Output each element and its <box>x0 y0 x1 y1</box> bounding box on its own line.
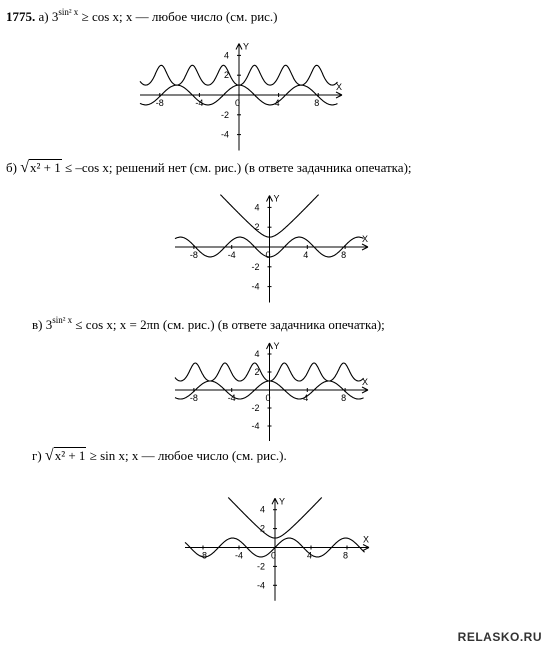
x-tick-label: 8 <box>341 250 346 260</box>
x-axis-label: X <box>336 82 342 92</box>
x-tick-label: 0 <box>235 98 240 108</box>
y-tick-label: -4 <box>257 580 265 590</box>
x-tick-label: -4 <box>228 393 236 403</box>
graph-b: X Y -8 -4 0 4 8 4 2 -2 -4 <box>174 192 385 303</box>
y-tick-label: 2 <box>260 524 265 534</box>
part-b-line: б) √x² + 1 ≤ –cos x; решений нет (см. ри… <box>6 159 412 176</box>
y-tick-label: -2 <box>251 262 259 272</box>
y-tick-label: -2 <box>257 561 265 571</box>
y-axis-label: Y <box>279 496 285 506</box>
sqrt-symbol: √ <box>20 159 29 176</box>
x-axis-arrow <box>361 243 369 251</box>
x-tick-label: 0 <box>266 250 271 260</box>
x-tick-label: -8 <box>190 393 198 403</box>
part-d-rest: ≥ sin x; x — любое число (см. рис.). <box>89 448 287 463</box>
curve-2 <box>184 537 365 558</box>
y-tick-label: -4 <box>221 130 229 140</box>
problem-number: 1775. <box>6 9 36 24</box>
x-tick-label: 4 <box>303 393 308 403</box>
x-tick-label: 0 <box>271 551 276 561</box>
y-axis-arrow <box>266 195 273 202</box>
graph-b-svg: X Y -8 -4 0 4 8 4 2 -2 -4 <box>174 194 369 303</box>
part-a-exponent: sin² x <box>58 6 79 17</box>
y-tick-label: 4 <box>254 202 259 212</box>
curve-1 <box>227 497 323 539</box>
y-axis-arrow <box>235 43 243 50</box>
y-tick-label: -4 <box>251 282 259 292</box>
x-axis-label: X <box>362 234 368 244</box>
site-watermark: RELASKO.RU <box>457 630 542 644</box>
curve-2 <box>139 84 338 106</box>
y-axis-label: Y <box>274 194 280 204</box>
part-b-rest: ≤ –cos x; решений нет (см. рис.) (в отве… <box>64 160 412 175</box>
part-d-sqrt: √x² + 1 <box>44 447 87 464</box>
part-c-base: 3 <box>45 317 53 332</box>
part-c-rest: ≤ cos x; x = 2πn (см. рис.) (в ответе за… <box>75 317 385 332</box>
part-c-label: в) <box>32 317 43 332</box>
part-a-line: 1775. а) 3sin² x ≥ cos x; x — любое числ… <box>6 6 278 25</box>
graph-d: X Y -8 -4 0 4 8 4 2 -2 -4 <box>184 495 385 601</box>
part-a-rest: ≥ cos x; x — любое число (см. рис.) <box>81 9 278 24</box>
y-tick-label: -4 <box>251 421 259 431</box>
curve-2 <box>174 380 364 400</box>
y-axis-label: Y <box>243 42 249 52</box>
y-tick-label: 2 <box>224 70 229 80</box>
x-tick-label: -8 <box>199 551 207 561</box>
x-tick-label: -4 <box>228 250 236 260</box>
part-b-sqrt: √x² + 1 <box>20 159 62 176</box>
part-a-label: а) <box>38 9 49 24</box>
y-tick-label: -2 <box>221 110 229 120</box>
x-tick-label: -8 <box>156 98 164 108</box>
part-c-exponent: sin² x <box>52 314 73 325</box>
y-axis-arrow <box>266 342 273 350</box>
x-tick-label: 4 <box>307 551 312 561</box>
y-tick-label: 4 <box>260 505 265 515</box>
x-tick-label: 0 <box>266 393 271 403</box>
x-tick-label: -8 <box>190 250 198 260</box>
x-tick-label: 4 <box>303 250 308 260</box>
part-a-base: 3 <box>51 9 59 24</box>
curve-2 <box>174 236 364 258</box>
y-tick-label: 4 <box>254 349 259 359</box>
part-d-line: г) √x² + 1 ≥ sin x; x — любое число (см.… <box>32 447 287 464</box>
part-c-line: в) 3sin² x ≤ cos x; x = 2πn (см. рис.) (… <box>32 314 385 333</box>
x-tick-label: 8 <box>343 551 348 561</box>
y-tick-label: 2 <box>254 367 259 377</box>
x-axis-arrow <box>335 91 343 99</box>
part-d-label: г) <box>32 448 42 463</box>
x-axis-label: X <box>362 377 368 387</box>
x-axis-label: X <box>363 535 369 545</box>
x-tick-label: -4 <box>195 98 203 108</box>
x-axis-arrow <box>362 544 370 551</box>
y-axis-label: Y <box>274 341 280 351</box>
y-axis-arrow <box>271 498 279 505</box>
graph-d-svg: X Y -8 -4 0 4 8 4 2 -2 -4 <box>184 496 370 601</box>
part-b-radicand: x² + 1 <box>28 159 62 175</box>
sqrt-symbol: √ <box>44 447 54 464</box>
graph-c: X Y -8 -4 0 4 8 4 2 -2 -4 <box>174 340 385 441</box>
x-tick-label: 8 <box>341 393 346 403</box>
part-d-radicand: x² + 1 <box>53 447 87 463</box>
y-tick-label: 2 <box>254 222 259 232</box>
x-axis-arrow <box>361 386 369 394</box>
curve-1 <box>219 194 320 238</box>
graph-c-svg: X Y -8 -4 0 4 8 4 2 -2 -4 <box>174 341 369 441</box>
x-tick-label: 8 <box>314 98 319 108</box>
y-tick-label: -2 <box>251 403 259 413</box>
part-b-label: б) <box>6 160 17 175</box>
y-tick-label: 4 <box>224 50 229 60</box>
x-tick-label: -4 <box>235 551 243 561</box>
